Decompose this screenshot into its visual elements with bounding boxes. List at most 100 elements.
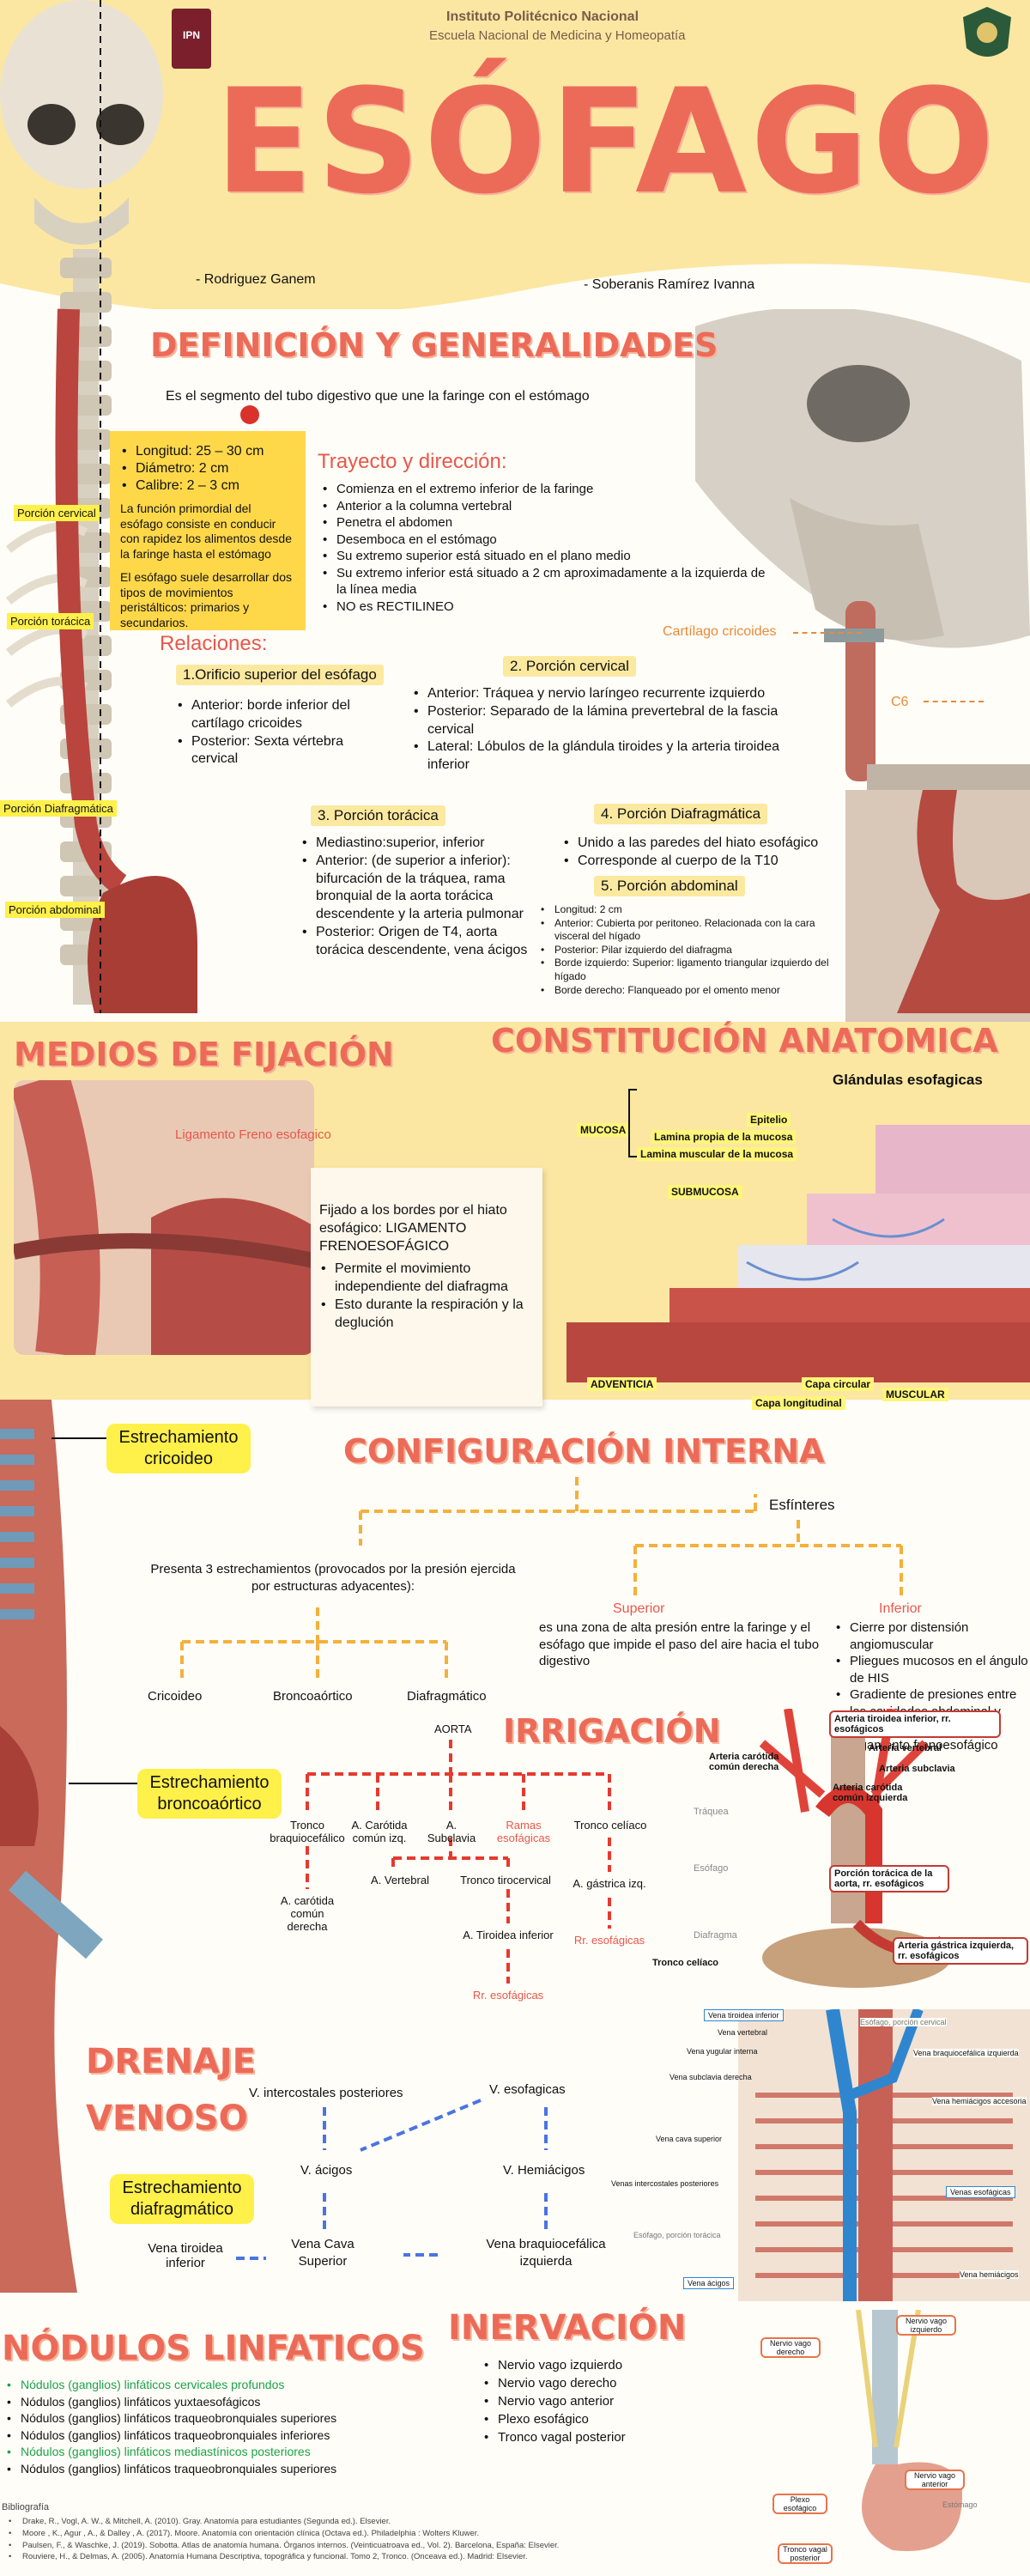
tronco-braq: Tronco braquiocefálico <box>270 1819 345 1844</box>
r5-title: 5. Porción abdominal <box>594 876 745 896</box>
nod-item: Nódulos (ganglios) linfáticos traqueobro… <box>5 2461 409 2478</box>
aorta-label: AORTA <box>434 1722 472 1735</box>
r1-item: Anterior: borde inferior del cartílago c… <box>176 697 382 733</box>
e1-label: Cricoideo <box>148 1689 203 1704</box>
img-esof-toracica: Esófago, porción torácica <box>633 2231 721 2239</box>
inerv-item: Nervio vago derecho <box>482 2374 706 2392</box>
c6-label: C6 <box>891 695 909 709</box>
presenta-text: Presenta 3 estrechamientos (provocados p… <box>150 1562 516 1594</box>
submucosa-label: SUBMUCOSA <box>668 1185 742 1199</box>
img-vena-tiroidea: Vena tiroidea inferior <box>704 2009 784 2021</box>
bib-item: Drake, R., Vogl, A. W., & Mitchell, A. (… <box>7 2516 762 2528</box>
bib-title: Bibliografía <box>2 2502 50 2512</box>
v-hemiacigos: V. Hemiácigos <box>503 2163 585 2178</box>
longitudinal-label: Capa longitudinal <box>752 1396 845 1410</box>
gastrica-izq: A. gástrica izq. <box>573 1877 646 1890</box>
img-art-carotida-der: Arteria carótida común derecha <box>709 1752 779 1772</box>
estr-cric-arrow <box>52 1437 106 1439</box>
img-nervio-izq: Nervio vago izquierdo <box>896 2315 956 2336</box>
r3-title: 3. Porción torácica <box>311 805 445 826</box>
esfinteres-label: Esfínteres <box>769 1497 835 1513</box>
veins-illustration <box>738 2009 1030 2301</box>
v-tiroidea: Vena tiroidea inferior <box>142 2241 228 2270</box>
diaphragm-illustration <box>14 1080 314 1355</box>
tiroidea-inf: A. Tiroidea inferior <box>463 1929 554 1941</box>
glands-label: Glándulas esofagicas <box>833 1072 983 1088</box>
fix-title: MEDIOS DE FIJACIÓN <box>14 1036 394 1073</box>
r2-item: Posterior: Separado de la lámina prevert… <box>412 703 798 739</box>
img-traquea: Tráquea <box>694 1807 729 1817</box>
r1-item: Posterior: Sexta vértebra cervical <box>176 733 382 769</box>
img-esof-cervical: Esófago, porción cervical <box>860 2018 947 2026</box>
inferior-item: Cierre por distensión angiomuscular <box>834 1619 1030 1653</box>
r5-list: Longitud: 2 cm Anterior: Cubierta por pe… <box>539 903 850 997</box>
r2-item: Anterior: Tráquea y nervio laríngeo recu… <box>412 685 798 703</box>
r5-item: Borde izquierdo: Superior: ligamento tri… <box>539 957 850 983</box>
config-title: CONFIGURACIÓN INTERNA <box>343 1432 825 1470</box>
bib-item: Moore , K., Agur , A., & Dalley , A. (20… <box>7 2528 762 2540</box>
img-estomago: Estómago <box>942 2500 978 2509</box>
traj-item: Comienza en el extremo inferior de la fa… <box>321 481 767 498</box>
rr-esof-1: Rr. esofágicas <box>573 1934 645 1947</box>
r4-item: Unido a las paredes del hiato esofágico <box>562 835 845 853</box>
lamina-propia-label: Lamina propia de la mucosa <box>651 1130 797 1144</box>
r5-item: Longitud: 2 cm <box>539 903 850 917</box>
img-vena-cava: Vena cava superior <box>656 2135 723 2143</box>
institute-name: Instituto Politécnico Nacional <box>446 9 639 24</box>
nod-list: Nódulos (ganglios) linfáticos cervicales… <box>5 2377 409 2478</box>
esophagus-long-illustration <box>0 1400 103 2293</box>
img-diafragma: Diafragma <box>694 1930 737 1941</box>
def-text: Es el segmento del tubo digestivo que un… <box>166 389 590 404</box>
img-venas-esofagicas: Venas esofágicas <box>946 2186 1015 2198</box>
traj-item: Anterior a la columna vertebral <box>321 498 767 515</box>
img-vena-acigos: Vena ácigos <box>683 2277 735 2289</box>
lig-label: Ligamento Freno esofagico <box>175 1127 331 1142</box>
adventicia-label: ADVENTICIA <box>587 1377 657 1391</box>
const-title: CONSTITUCIÓN ANATOMICA <box>491 1022 998 1060</box>
stomach-illustration <box>845 790 1030 1022</box>
inerv-item: Plexo esofágico <box>482 2410 706 2428</box>
irr-title: IRRIGACIÓN <box>503 1712 721 1750</box>
nod-item: Nódulos (ganglios) linfáticos traqueobro… <box>5 2427 409 2445</box>
traj-item: Su extremo superior está situado en el p… <box>321 548 767 565</box>
def-title: DEFINICIÓN Y GENERALIDADES <box>150 326 718 364</box>
r4-title: 4. Porción Diafragmática <box>594 804 768 824</box>
skull-spine-illustration <box>0 0 197 1013</box>
inerv-title: INERVACIÓN <box>448 2308 687 2348</box>
img-vena-hemiacigos: Vena hemiácigos <box>960 2270 1019 2279</box>
e3-label: Diafragmático <box>407 1689 487 1704</box>
author-2: - Soberanis Ramírez Ivanna <box>584 277 755 292</box>
lamina-muscular-label: Lamina muscular de la mucosa <box>637 1147 797 1161</box>
img-plexo: Plexo esofágico <box>772 2494 827 2514</box>
v-braquio: Vena braquiocefálica izquierda <box>486 2237 606 2269</box>
traj-item: Su extremo inferior está situado a 2 cm … <box>321 565 767 598</box>
rr-esof-2: Rr. esofágicas <box>472 1989 544 2002</box>
traj-item: Desemboca en el estómago <box>321 532 767 549</box>
nod-title: NÓDULOS LINFATICOS <box>2 2329 425 2368</box>
traj-list: Comienza en el extremo inferior de la fa… <box>321 481 767 615</box>
img-art-toracica: Porción torácica de la aorta, rr. esofág… <box>829 1865 949 1893</box>
estr-bronco: Estrechamiento broncoaórtico <box>137 1769 282 1819</box>
r1-list: Anterior: borde inferior del cartílago c… <box>176 697 382 769</box>
cartilago-arrow <box>793 632 862 634</box>
epitelio-label: Epitelio <box>747 1113 791 1127</box>
inerv-item: Tronco vagal posterior <box>482 2428 706 2446</box>
circular-label: Capa circular <box>802 1377 875 1391</box>
spine-label-toracica: Porción torácica <box>7 613 94 629</box>
superior-label: Superior <box>613 1601 665 1616</box>
r5-item: Borde derecho: Flanqueado por el omento … <box>539 984 850 998</box>
fix-item: Esto durante la respiración y la degluci… <box>319 1297 534 1333</box>
traj-item: NO es RECTILINEO <box>321 598 767 616</box>
tronco-celiaco: Tronco celíaco <box>573 1819 647 1832</box>
logo-left: IPN <box>172 9 211 69</box>
mucosa-label: MUCOSA <box>577 1123 630 1137</box>
dren-title-2: VENOSO <box>86 2099 248 2138</box>
nod-item: Nódulos (ganglios) linfáticos yuxtaesofá… <box>5 2394 409 2411</box>
superior-text: es una zona de alta presión entre la far… <box>539 1620 820 1668</box>
mucosa-bracket <box>628 1089 637 1157</box>
inerv-item: Nervio vago izquierdo <box>482 2356 706 2374</box>
r3-item: Anterior: (de superior a inferior): bifu… <box>300 853 532 924</box>
inferior-item: Pliegues mucosos en el ángulo de HIS <box>834 1653 1030 1686</box>
img-vena-subclavia: Vena subclavia derecha <box>670 2073 752 2081</box>
